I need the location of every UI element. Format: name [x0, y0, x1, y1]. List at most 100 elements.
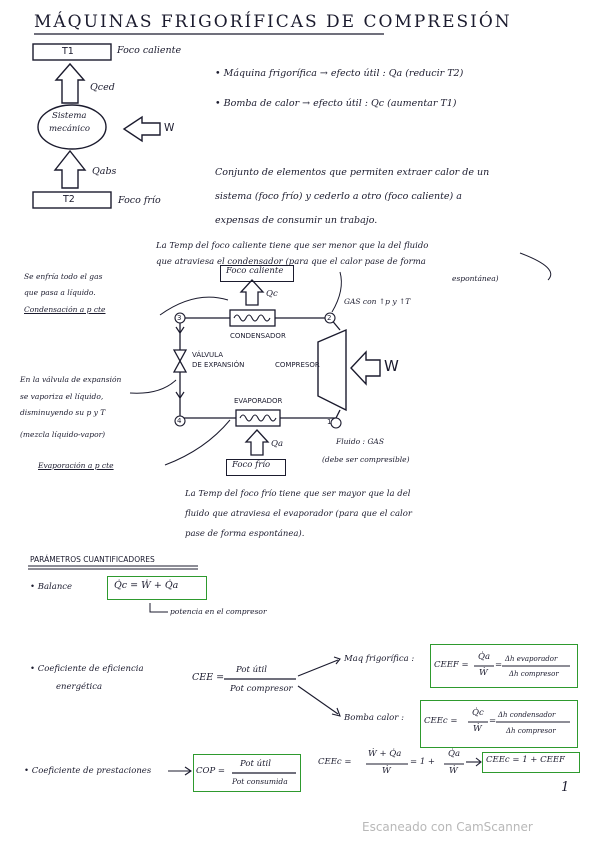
rel-num: Ẇ + Q̇a [368, 749, 402, 759]
note-condensacion: Condensación a p cte [24, 305, 106, 314]
temp-note-top-3: espontánea) [452, 274, 499, 283]
t1-box [32, 43, 112, 61]
rel-num2: Q̇a [448, 749, 461, 759]
definition-line-1: Conjunto de elementos que permiten extra… [215, 167, 490, 178]
definition-line-2: sistema (foco frío) y cederlo a otro (fo… [215, 191, 462, 202]
note-valvula-3: disminuyendo su p y T [20, 408, 106, 417]
evaporator-box [235, 409, 281, 427]
note-valvula-2: se vaporiza el líquido, [20, 392, 104, 401]
compressor-shape [317, 328, 347, 412]
compresor-label: COMPRESOR [275, 361, 320, 369]
qced-arrow [54, 62, 86, 104]
qc-arrow [239, 279, 265, 306]
cee-den: Pot compresor [230, 684, 293, 694]
point-2-label: 2 [327, 314, 332, 322]
point-1-label: 1 [327, 418, 332, 426]
w-label: W [164, 122, 175, 134]
ceec-lhs: CEEc = [424, 716, 458, 726]
condenser-box [229, 309, 276, 327]
cop-green-box [193, 754, 301, 792]
rel-den: Ẇ [382, 766, 391, 776]
cop-den: Pot consumida [232, 777, 288, 786]
page-number: 1 [561, 780, 570, 795]
note-mezcla: (mezcla líquido-vapor) [20, 430, 106, 439]
point-3 [174, 312, 186, 324]
sistema-label: Sistema [52, 111, 87, 121]
cop-num: Pot útil [240, 759, 271, 769]
cycle-foco-caliente: Foco caliente [226, 266, 284, 276]
cee-label-1: • Coeficiente de eficiencia [30, 664, 144, 674]
temp-note-bottom-3: pase de forma espontánea). [185, 529, 305, 539]
balance-note: potencia en el compresor [170, 607, 267, 616]
ceef-eq: = [495, 660, 503, 670]
note-enfria: Se enfría todo el gas [24, 272, 103, 281]
point-2 [324, 312, 336, 324]
bullet-maquina: • Máquina frigorífica → efecto útil : Qa… [215, 68, 464, 79]
note-evaporacion: Evaporación a p cte [38, 461, 114, 470]
rel-lhs: CEEc = [318, 757, 352, 767]
ceef-den: Ẇ [479, 668, 488, 678]
point-4 [174, 415, 186, 427]
t2-label: T2 [63, 194, 75, 205]
note-que-pasa: que pasa a líquido. [24, 288, 96, 297]
mecanico-label: mecánico [49, 124, 90, 134]
valve-symbol [172, 349, 188, 373]
definition-line-3: expensas de consumir un trabajo. [215, 215, 378, 226]
point-4-label: 4 [177, 417, 182, 425]
ceec-num: Q̇c [472, 708, 484, 718]
ceec-num2: Δh condensador [498, 711, 556, 719]
rel-mid: = 1 + [410, 757, 436, 767]
ceef-den2: Δh compresor [509, 670, 559, 678]
balance-equation: Q̇c = Ẇ + Q̇a [114, 580, 179, 591]
parametros-heading: PARÁMETROS CUANTIFICADORES [30, 555, 155, 564]
note-valvula-1: En la válvula de expansión [20, 375, 122, 384]
t2-box [32, 191, 112, 209]
point-3-label: 3 [177, 314, 182, 322]
temp-note-bottom-2: fluido que atraviesa el evaporador (para… [185, 509, 412, 519]
ceef-green-box [430, 644, 578, 688]
ceec-green-box [420, 700, 578, 748]
ceef-num: Q̇a [478, 652, 491, 662]
debe-ser: (debe ser compresible) [322, 455, 410, 464]
foco-frio-label: Foco frío [118, 195, 161, 206]
w-arrow [122, 115, 161, 143]
balance-label: • Balance [30, 582, 73, 592]
ceef-num2: Δh evaporador [505, 655, 558, 663]
temp-note-top-2: que atraviesa el condensador (para que e… [156, 257, 426, 267]
cee-lhs: CEE = [192, 672, 225, 683]
cycle-foco-frio-box [226, 459, 286, 476]
result-green-box [482, 752, 580, 773]
cee-bomba: Bomba calor : [344, 713, 404, 723]
bullet-bomba: • Bomba de calor → efecto útil : Qc (aum… [215, 98, 457, 109]
evaporador-label: EVAPORADOR [234, 397, 283, 405]
cycle-qa: Qa [271, 439, 284, 449]
qa-arrow [244, 429, 270, 456]
qced-label: Qced [90, 82, 115, 93]
cycle-foco-caliente-box [220, 265, 294, 282]
point-1 [330, 417, 342, 429]
ceec-den2: Δh compresor [506, 727, 556, 735]
ceec-den: Ẇ [473, 724, 482, 734]
valvula-label: VÁLVULA [192, 351, 224, 359]
cop-label: • Coeficiente de prestaciones [24, 766, 152, 776]
condensador-label: CONDENSADOR [230, 332, 286, 340]
gas-note: GAS con ↑p y ↑T [344, 297, 411, 306]
rel-den2: Ẇ [449, 766, 458, 776]
page-title: MÁQUINAS FRIGORÍFICAS DE COMPRESIÓN [34, 12, 512, 32]
sistema-ellipse [37, 104, 107, 150]
result-text: CEEc = 1 + CEEF [486, 755, 565, 765]
cee-label-2: energética [56, 682, 103, 692]
temp-note-top-1: La Temp del foco caliente tiene que ser … [156, 241, 429, 251]
watermark: Escaneado con CamScanner [362, 820, 533, 834]
foco-caliente-label: Foco caliente [117, 45, 182, 56]
cee-num: Pot útil [236, 665, 267, 675]
cee-maq: Maq frigorífica : [344, 654, 415, 664]
qabs-label: Qabs [92, 166, 117, 177]
balance-green-box [107, 576, 207, 600]
cycle-w-arrow [350, 350, 381, 386]
temp-note-bottom-1: La Temp del foco frío tiene que ser mayo… [185, 489, 411, 499]
cop-lhs: COP = [196, 766, 226, 776]
ceef-lhs: CEEF = [434, 660, 469, 670]
